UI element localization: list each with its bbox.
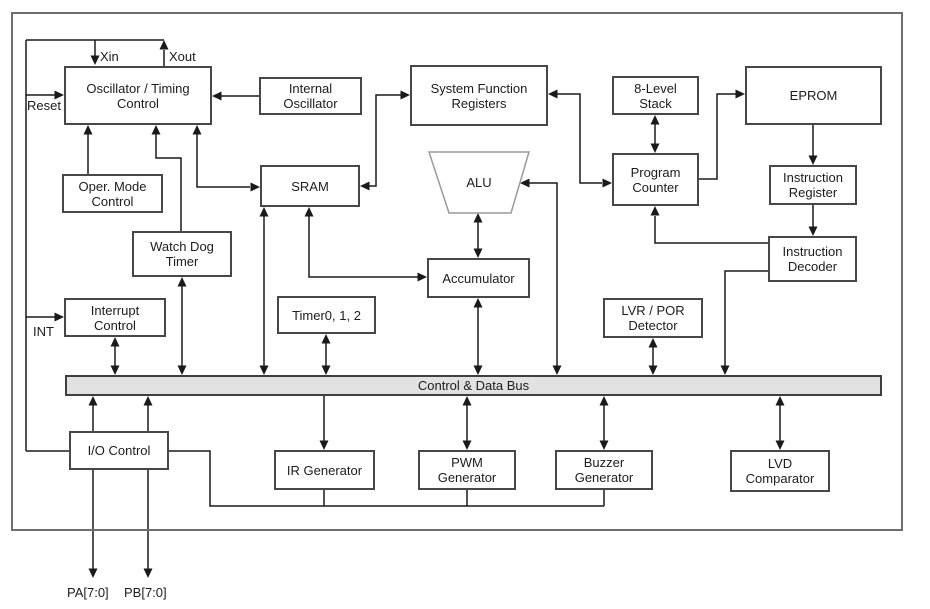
block-8-level-stack: 8-Level Stack [612,76,699,115]
block-eprom: EPROM [745,66,882,125]
control-data-bus: Control & Data Bus [65,375,882,396]
block-interrupt-control: Interrupt Control [64,298,166,337]
wire-sfr-program-counter [548,89,612,188]
pin-label-pa: PA[7:0] [67,585,109,600]
wire-watchdog-to-oscillator [151,125,182,231]
wire-decoder-bus [720,270,768,375]
wire-pwm-bus [462,396,472,450]
block-ir-generator: IR Generator [274,450,375,490]
block-io-control: I/O Control [69,431,169,470]
block-timers: Timer0, 1, 2 [277,296,376,334]
block-accumulator: Accumulator [427,258,530,298]
wire-reset [26,90,64,100]
wire-opermode-to-oscillator [83,125,93,174]
wire-xin [90,40,100,65]
block-buzzer-generator: Buzzer Generator [555,450,653,490]
wire-io-bus [88,396,153,431]
block-alu-label: ALU [466,175,492,190]
wire-lvd-bus [775,396,785,450]
block-instruction-register: Instruction Register [769,165,857,205]
wire-internal-osc-to-oscillator [212,91,259,101]
wire-alu-bus [520,178,562,375]
wire-int [26,312,64,322]
wire-instruction-register-decoder [808,205,818,236]
wire-decoder-program-counter [650,206,768,244]
block-internal-oscillator: Internal Oscillator [259,77,362,115]
wire-accumulator-bus [473,298,483,375]
block-instruction-decoder: Instruction Decoder [768,236,857,282]
wire-watchdog-bus [177,277,187,375]
pin-label-xin: Xin [100,49,119,64]
wire-xout [159,40,169,66]
wire-program-counter-eprom [699,89,745,180]
alu-shape [427,151,531,214]
block-pwm-generator: PWM Generator [418,450,516,490]
block-system-function-registers: System Function Registers [410,65,548,126]
block-watch-dog-timer: Watch Dog Timer [132,231,232,277]
wire-sram-accumulator [304,207,427,282]
wire-eprom-instruction-register [808,125,818,165]
block-oper-mode-control: Oper. Mode Control [62,174,163,213]
wire-stack-program-counter [650,115,660,153]
pin-label-reset: Reset [27,98,61,113]
wire-bus-ir-generator [319,396,329,450]
wire-timers-bus [321,334,331,375]
wire-sram-sfr [360,90,410,191]
wire-pb-port [143,470,153,578]
wire-interrupt-bus [110,337,120,375]
block-program-counter: Program Counter [612,153,699,206]
block-oscillator-timing-control: Oscillator / Timing Control [64,66,212,125]
wire-io-generators-link [169,450,605,507]
wire-alu-accumulator [473,213,483,258]
block-lvd-comparator: LVD Comparator [730,450,830,492]
pin-label-xout: Xout [169,49,196,64]
wire-lvr-bus [648,338,658,375]
wire-buzzer-bus [599,396,609,450]
wire-oscillator-sram [192,125,260,192]
wire-sram-bus [259,207,269,375]
wire-pa-port [88,470,98,578]
outer-frame [11,12,903,531]
pin-label-pb: PB[7:0] [124,585,167,600]
pin-label-int: INT [33,324,54,339]
block-lvr-por-detector: LVR / POR Detector [603,298,703,338]
block-sram: SRAM [260,165,360,207]
